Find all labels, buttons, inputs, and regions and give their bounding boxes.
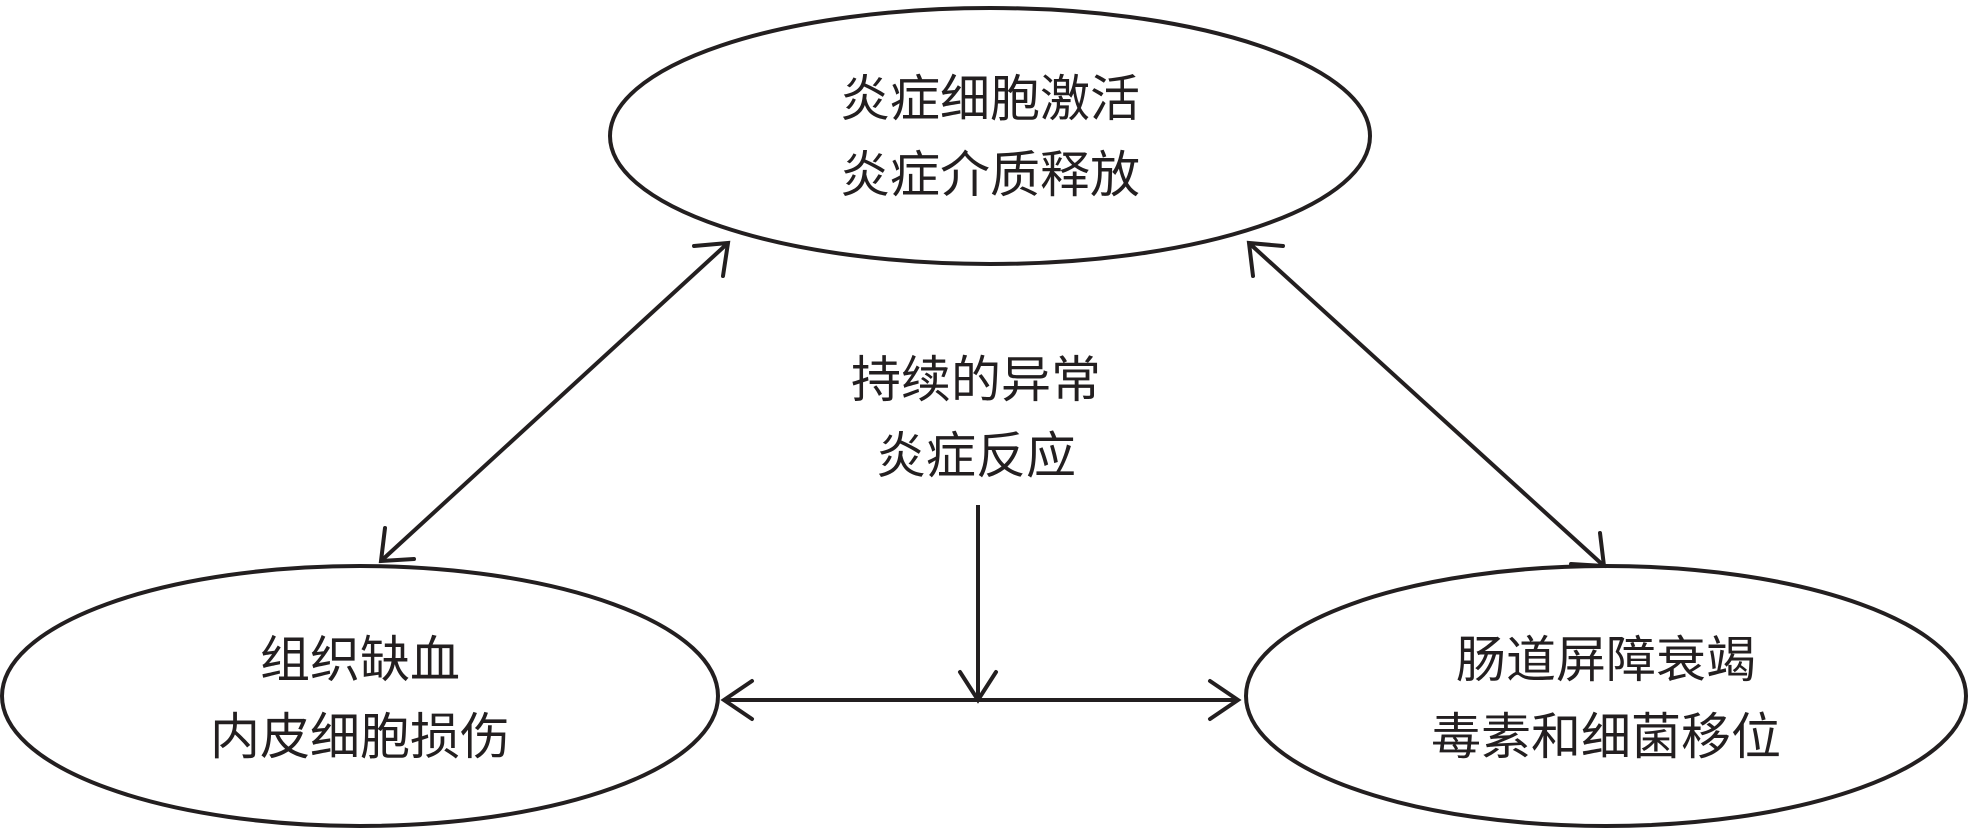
node-right-line1: 肠道屏障衰竭 xyxy=(1456,631,1756,689)
node-top-line1: 炎症细胞激活 xyxy=(840,70,1140,128)
edge-top-right-line xyxy=(1247,241,1606,568)
center-label-line1: 持续的异常 xyxy=(851,351,1101,409)
arrowhead-top-icon xyxy=(692,240,731,278)
arrowhead-top-right-icon xyxy=(1246,240,1285,278)
node-left-line2: 内皮细胞损伤 xyxy=(210,708,510,766)
arrowhead-left-icon xyxy=(378,526,416,564)
arrowhead-right-icon xyxy=(1569,531,1607,569)
node-right-line2: 毒素和细菌移位 xyxy=(1431,708,1781,766)
arrowhead-down-icon xyxy=(958,670,998,704)
edge-top-right xyxy=(1246,240,1607,569)
node-left-ellipse xyxy=(0,564,720,828)
edge-left-right xyxy=(720,679,1242,721)
edge-center-down xyxy=(958,505,998,704)
node-top-ellipse xyxy=(608,6,1372,266)
arrowhead-right-end-icon xyxy=(1208,679,1242,721)
node-right-ellipse xyxy=(1244,564,1968,828)
edge-top-left xyxy=(378,240,731,564)
center-label: 持续的异常 炎症反应 xyxy=(851,351,1101,485)
node-right: 肠道屏障衰竭 毒素和细菌移位 xyxy=(1244,564,1968,828)
arrowhead-left-end-icon xyxy=(720,679,754,721)
node-left-line1: 组织缺血 xyxy=(260,631,460,689)
node-top-line2: 炎症介质释放 xyxy=(840,146,1140,204)
edge-top-left-line xyxy=(379,241,730,563)
node-top: 炎症细胞激活 炎症介质释放 xyxy=(608,6,1372,266)
node-left: 组织缺血 内皮细胞损伤 xyxy=(0,564,720,828)
center-label-line2: 炎症反应 xyxy=(876,427,1076,485)
